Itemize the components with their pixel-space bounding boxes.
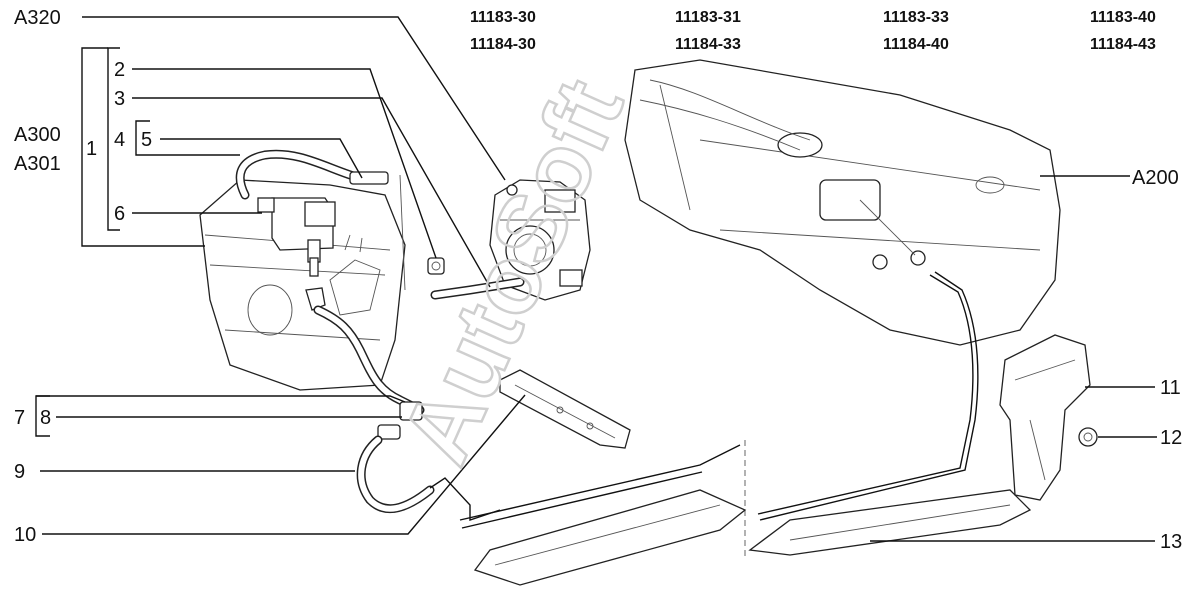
leader-lines: [35, 16, 1157, 542]
underbody-rails-drawing: [473, 489, 1032, 586]
callout-a300: A300: [14, 124, 61, 146]
callout-labels: A320 A300 A301 1 2 3 4 5 6 7 8 9 10 A200…: [14, 7, 1182, 553]
model-code: 11183-33: [883, 9, 949, 26]
callout-a200: A200: [1132, 167, 1179, 189]
model-code: 11184-40: [883, 36, 949, 53]
callout-6: 6: [114, 203, 125, 225]
callout-a301: A301: [14, 153, 61, 175]
fuel-lines-drawing: [459, 271, 979, 560]
callout-1: 1: [86, 138, 97, 160]
callout-a320: A320: [14, 7, 61, 29]
callout-7: 7: [14, 407, 25, 429]
callout-5: 5: [141, 129, 152, 151]
callout-11: 11: [1160, 377, 1181, 399]
vapour-line-drawing: [305, 287, 501, 521]
model-code: 11183-40: [1090, 9, 1156, 26]
callout-10: 10: [14, 524, 36, 546]
bracket-10-drawing: [499, 369, 631, 449]
throttle-body-drawing: [489, 179, 591, 301]
callout-2: 2: [114, 59, 125, 81]
callout-9: 9: [14, 461, 25, 483]
model-code: 11183-31: [675, 9, 741, 26]
purge-valve-drawing: [235, 149, 389, 277]
shield-11-drawing: [999, 334, 1091, 501]
callout-4: 4: [114, 129, 125, 151]
model-code: 11183-30: [470, 9, 536, 26]
fuel-tank-drawing: [624, 59, 1061, 346]
callout-3: 3: [114, 88, 125, 110]
model-code: 11184-43: [1090, 36, 1156, 53]
callout-13: 13: [1160, 531, 1182, 553]
callout-12: 12: [1160, 427, 1182, 449]
model-code: 11184-30: [470, 36, 536, 53]
model-code-header: 11183-30 11184-30 11183-31 11184-33 1118…: [470, 9, 1156, 53]
nut-12-drawing: [1078, 427, 1098, 447]
callout-8: 8: [40, 407, 51, 429]
model-code: 11184-33: [675, 36, 741, 53]
